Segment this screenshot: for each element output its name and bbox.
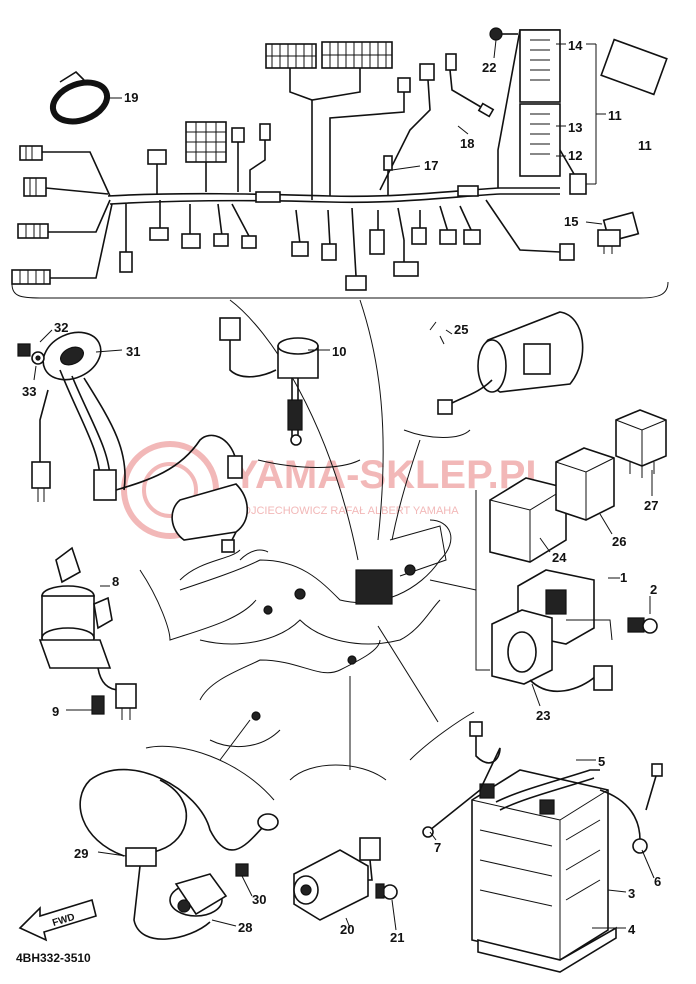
- callout-11-relay: 11: [638, 138, 652, 153]
- cable-band-19: [49, 70, 111, 125]
- fuel-sender-31: [17, 331, 249, 553]
- fwd-arrow: FWD: [18, 898, 97, 942]
- screw-2: [627, 617, 658, 634]
- callout-24: 24: [552, 550, 567, 565]
- callout-1: 1: [620, 570, 627, 585]
- callout-3: 3: [628, 886, 635, 901]
- watermark: YAMA-SKLEP.PL WOJCIECHOWICZ RAFAŁ ALBERT…: [121, 441, 550, 539]
- grommet-29: [125, 847, 157, 867]
- callout-leaders: [33, 39, 655, 931]
- connector-15: [597, 211, 640, 254]
- callout-11: 11: [608, 108, 622, 123]
- main-switch-8: [38, 546, 137, 720]
- horn-25: [429, 311, 584, 415]
- relay-23: [491, 609, 613, 693]
- battery-tray-4: [477, 926, 617, 973]
- callout-33: 33: [22, 384, 36, 399]
- callout-2: 2: [650, 582, 657, 597]
- callout-14: 14: [568, 38, 583, 53]
- callout-30: 30: [252, 892, 266, 907]
- callout-19: 19: [124, 90, 138, 105]
- fuse-box-upper: [519, 29, 561, 103]
- callout-31: 31: [126, 344, 140, 359]
- fuse-box-lower: [519, 103, 561, 177]
- callout-25: 25: [454, 322, 468, 337]
- diagram-code: 4BH332-3510: [16, 951, 91, 965]
- callout-5: 5: [598, 754, 605, 769]
- callout-10: 10: [332, 344, 346, 359]
- callout-15: 15: [564, 214, 578, 229]
- callout-6: 6: [654, 874, 661, 889]
- callout-9: 9: [52, 704, 59, 719]
- watermark-title: YAMA-SKLEP.PL: [232, 453, 550, 497]
- callout-4: 4: [628, 922, 636, 937]
- wire-harness-main: [11, 27, 669, 299]
- watermark-subtitle: WOJCIECHOWICZ RAFAŁ ALBERT YAMAHA: [232, 505, 459, 517]
- callout-12: 12: [568, 148, 582, 163]
- battery-lead-7: [422, 721, 501, 838]
- callout-22: 22: [482, 60, 496, 75]
- callout-28: 28: [238, 920, 252, 935]
- center-ecu-cluster: [355, 569, 393, 605]
- relay-26: [555, 447, 615, 521]
- callout-23: 23: [536, 708, 550, 723]
- speed-sensor-28: [79, 768, 279, 940]
- relay-20: [293, 837, 398, 921]
- callout-21: 21: [390, 930, 404, 945]
- callout-labels: 1 2 3 4 5 6 7 8 9 10 11 11 12 13 14 15 1…: [22, 38, 661, 945]
- callout-17: 17: [424, 158, 438, 173]
- callout-20: 20: [340, 922, 354, 937]
- relay-unit-11: [600, 38, 668, 96]
- battery-3: [471, 769, 609, 961]
- callout-32: 32: [54, 320, 68, 335]
- callout-29: 29: [74, 846, 88, 861]
- callout-27: 27: [644, 498, 658, 513]
- relay-27: [615, 409, 667, 478]
- motorcycle-outline: [179, 519, 452, 748]
- callout-8: 8: [112, 574, 119, 589]
- callout-13: 13: [568, 120, 582, 135]
- relay-24: [489, 477, 567, 563]
- callout-26: 26: [612, 534, 626, 549]
- ignition-coil-10: [219, 317, 319, 446]
- callout-7: 7: [434, 840, 441, 855]
- battery-lead-6: [599, 763, 663, 854]
- battery-band-5: [495, 769, 600, 811]
- callout-18: 18: [460, 136, 474, 151]
